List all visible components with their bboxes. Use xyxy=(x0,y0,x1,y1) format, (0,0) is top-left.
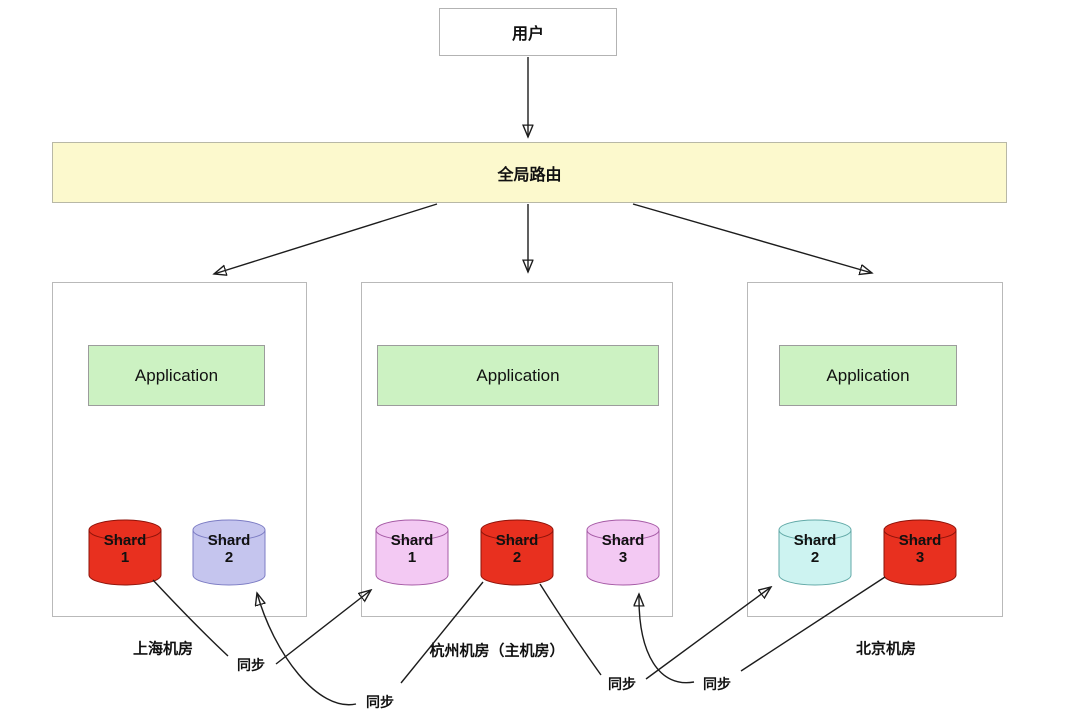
database-cylinder-icon xyxy=(883,519,957,586)
shard-number: 1 xyxy=(407,549,417,566)
sync-label-1: 同步 xyxy=(237,657,265,673)
shard-cylinder-hangzhou-1: Shard 1 xyxy=(375,519,449,586)
shard-name: Shard xyxy=(898,532,942,549)
database-cylinder-icon xyxy=(480,519,554,586)
shard-cylinder-hangzhou-2: Shard 2 xyxy=(480,519,554,586)
shard-name: Shard xyxy=(103,532,147,549)
shard-number: 3 xyxy=(618,549,628,566)
shard-name: Shard xyxy=(495,532,539,549)
shard-number: 2 xyxy=(810,549,820,566)
shard-cylinder-shanghai-2: Shard 2 xyxy=(192,519,266,586)
application-label: Application xyxy=(476,365,560,385)
shard-number: 2 xyxy=(512,549,522,566)
application-label: Application xyxy=(134,365,219,385)
arrow-router-to-beijing xyxy=(632,203,872,273)
shard-name: Shard xyxy=(793,532,837,549)
arrow-router-to-shanghai xyxy=(214,203,438,274)
shard-cylinder-beijing-3: Shard 3 xyxy=(883,519,957,586)
shard-name: Shard xyxy=(390,532,434,549)
user-label: 用户 xyxy=(511,26,544,43)
shard-name: Shard xyxy=(207,532,251,549)
database-cylinder-icon xyxy=(88,519,162,586)
application-node-shanghai: Application xyxy=(88,345,265,406)
sync-label-3: 同步 xyxy=(608,676,636,692)
database-cylinder-icon xyxy=(375,519,449,586)
shard-name: Shard xyxy=(601,532,645,549)
datacenter-label-hangzhou: 杭州机房（主机房） xyxy=(429,642,565,660)
shard-number: 3 xyxy=(915,549,925,566)
shard-cylinder-shanghai-1: Shard 1 xyxy=(88,519,162,586)
global-router-label: 全局路由 xyxy=(497,166,562,184)
global-router-node: 全局路由 xyxy=(52,142,1007,203)
datacenter-label-shanghai: 上海机房 xyxy=(132,640,194,658)
application-node-beijing: Application xyxy=(779,345,957,406)
database-cylinder-icon xyxy=(586,519,660,586)
application-node-hangzhou: Application xyxy=(377,345,659,406)
shard-number: 2 xyxy=(224,549,234,566)
shard-cylinder-beijing-2: Shard 2 xyxy=(778,519,852,586)
application-label: Application xyxy=(826,365,910,385)
user-node: 用户 xyxy=(439,8,617,56)
datacenter-label-beijing: 北京机房 xyxy=(855,640,917,658)
sync-label-2: 同步 xyxy=(366,694,394,710)
sync-label-4: 同步 xyxy=(703,676,731,692)
shard-cylinder-hangzhou-3: Shard 3 xyxy=(586,519,660,586)
shard-number: 1 xyxy=(120,549,130,566)
